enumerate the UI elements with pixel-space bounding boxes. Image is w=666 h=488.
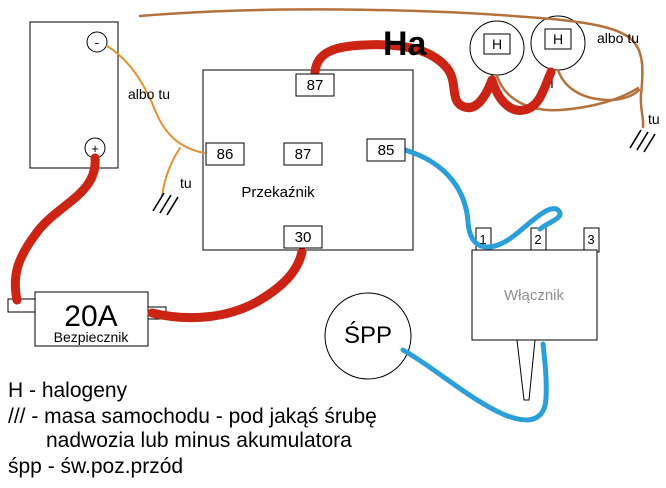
legend-line-2: /// - masa samochodu - pod jakąś śrubę (8, 405, 377, 428)
relay-terminal-87-mid (283, 142, 323, 166)
power-wire-87-lamps (310, 40, 556, 115)
relay-30-label: 30 (295, 229, 312, 246)
relay-terminals (205, 73, 406, 249)
spp-circle (324, 292, 412, 380)
legend-line-4: śpp - św.poz.przód (8, 455, 183, 478)
spp-label: ŚPP (344, 321, 392, 349)
spp-lamp (324, 292, 412, 380)
halogen-lamps (469, 15, 586, 92)
battery-minus-terminal (86, 31, 108, 53)
relay-terminal-30 (283, 225, 323, 249)
switch-t2-label: 2 (534, 232, 541, 247)
fuse-rating: 20A (64, 300, 117, 333)
fuse-body (34, 291, 149, 347)
note-tu-left: tu (180, 175, 192, 191)
switch-toggle (516, 339, 536, 401)
lamp1-label: H (492, 36, 502, 52)
fuse-left-tab (7, 298, 36, 313)
diagram-title: Ha (383, 25, 428, 63)
legend-line-1: H - halogeny (8, 379, 128, 402)
coil-ground-branch (161, 147, 181, 197)
battery (29, 21, 119, 169)
switch-body (471, 249, 598, 341)
ground-symbol-left (152, 192, 179, 216)
relay-87-top-label: 87 (307, 77, 324, 94)
switch-label: Włącznik (504, 287, 565, 304)
fuse-label: Bezpiecznik (54, 329, 130, 345)
switch (471, 227, 600, 401)
relay-label: Przekaźnik (241, 184, 315, 201)
lamp2-ground-wire (556, 68, 641, 102)
relay-87-mid-label: 87 (295, 146, 312, 163)
legend: H - halogeny /// - masa samochodu - pod … (8, 379, 377, 478)
relay-terminal-85 (366, 138, 406, 162)
ground-wire-top (138, 8, 645, 129)
battery-minus-label: - (95, 34, 100, 50)
note-tu-right: tu (648, 111, 660, 127)
note-albo-tu-right: albo tu (597, 30, 639, 46)
ground-symbol-right (629, 129, 656, 153)
relay-terminal-86 (205, 142, 245, 166)
power-wire-battery-fuse (10, 153, 100, 305)
switch-t1-label: 1 (479, 232, 486, 247)
relay-terminal-87-top (295, 73, 335, 97)
note-albo-tu-left: albo tu (128, 86, 170, 102)
relay-86-label: 86 (217, 146, 234, 163)
battery-plus-label: + (91, 141, 99, 156)
relay-85-label: 85 (378, 142, 395, 159)
signal-wire-spp-switch (400, 341, 549, 423)
signal-wire-85-switch (402, 147, 563, 250)
lamp1-h-box (483, 33, 511, 55)
lamp1-ground-wire (495, 74, 640, 112)
legend-line-3: nadwozia lub minus akumulatora (46, 429, 352, 452)
coil-wire-86 (106, 45, 205, 154)
power-wire-fuse-relay30 (147, 247, 307, 323)
lamp2-label: H (553, 31, 563, 47)
switch-t3-label: 3 (587, 232, 594, 247)
lamp2-h-box (544, 28, 572, 50)
